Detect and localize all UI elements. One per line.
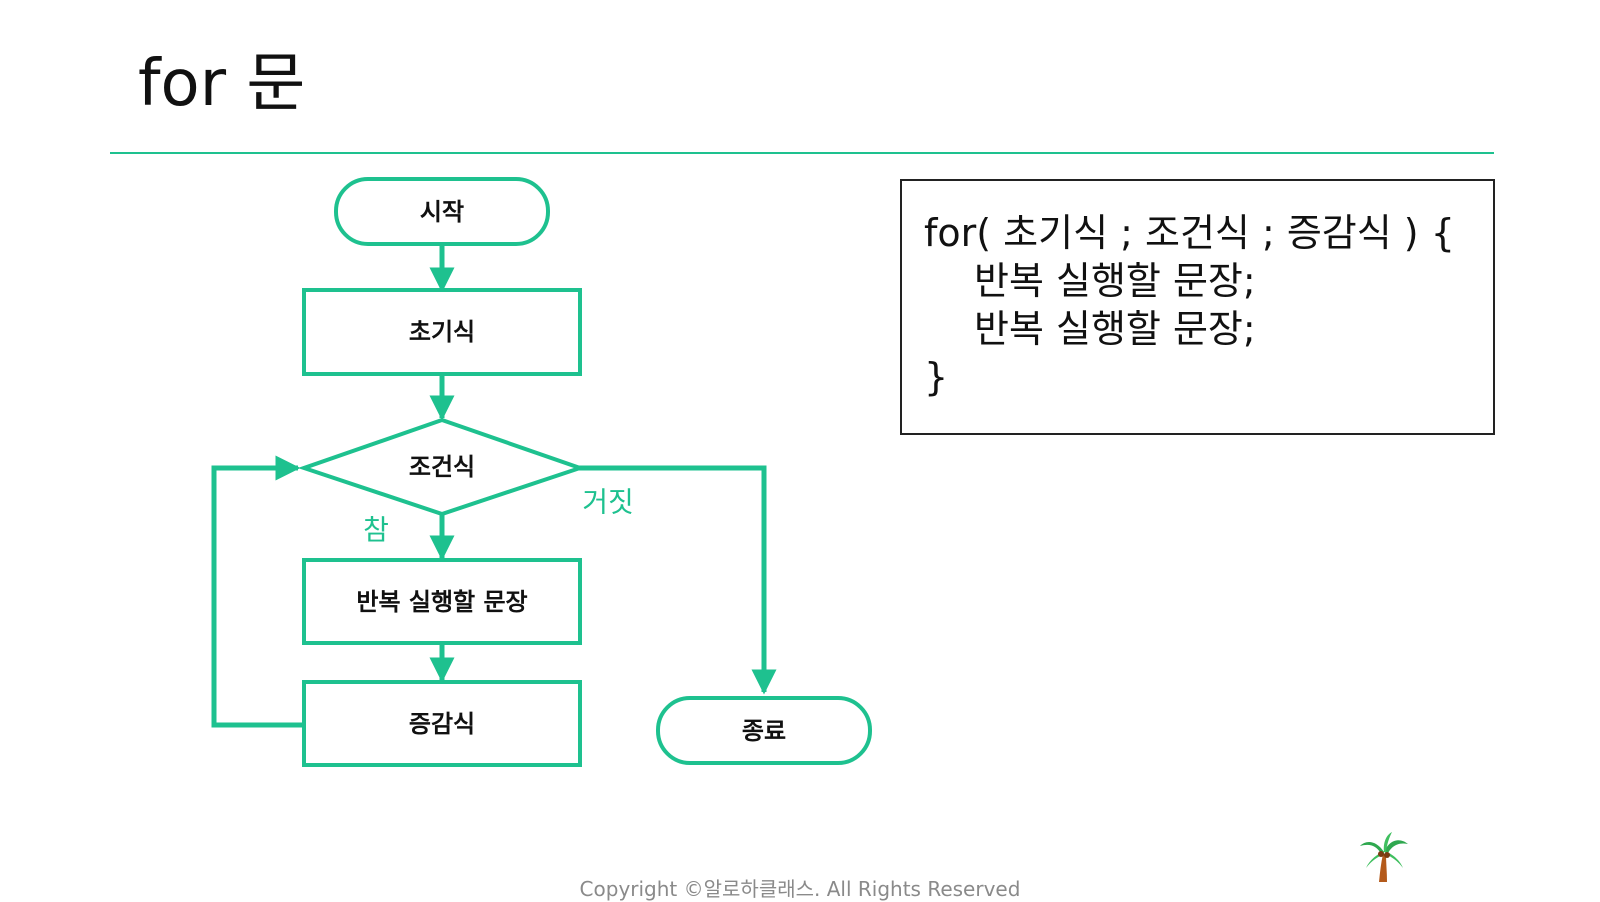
body-box	[302, 558, 582, 645]
code-line-header: for( 초기식 ; 조건식 ; 증감식 ) {	[924, 211, 1455, 255]
false-exit-arrow	[578, 465, 777, 695]
title-divider	[110, 152, 1494, 154]
loop-back-arrow	[211, 455, 304, 728]
condition-label: 조건식	[409, 453, 475, 481]
copyright-footer: Copyright ©알로하클래스. All Rights Reserved	[579, 877, 1021, 901]
palm-tree-icon	[1360, 832, 1408, 882]
code-line-body-1: 반복 실행할 문장;	[974, 259, 1256, 303]
code-syntax-box: for( 초기식 ; 조건식 ; 증감식 ) { 반복 실행할 문장; 반복 실…	[900, 179, 1495, 435]
slide-title: for 문	[138, 47, 306, 121]
increment-box	[302, 680, 582, 767]
end-label: 종료	[742, 717, 786, 745]
init-box	[302, 288, 582, 376]
code-line-body-2: 반복 실행할 문장;	[974, 307, 1256, 351]
false-branch-label: 거짓	[582, 486, 634, 519]
end-terminal	[656, 696, 872, 765]
init-label: 초기식	[409, 318, 475, 346]
start-label: 시작	[420, 198, 464, 226]
body-label: 반복 실행할 문장	[356, 588, 527, 616]
increment-label: 증감식	[409, 710, 475, 738]
condition-diamond	[297, 417, 587, 517]
code-line-close: }	[924, 355, 949, 399]
true-branch-label: 참	[363, 514, 389, 547]
start-terminal	[334, 177, 550, 246]
